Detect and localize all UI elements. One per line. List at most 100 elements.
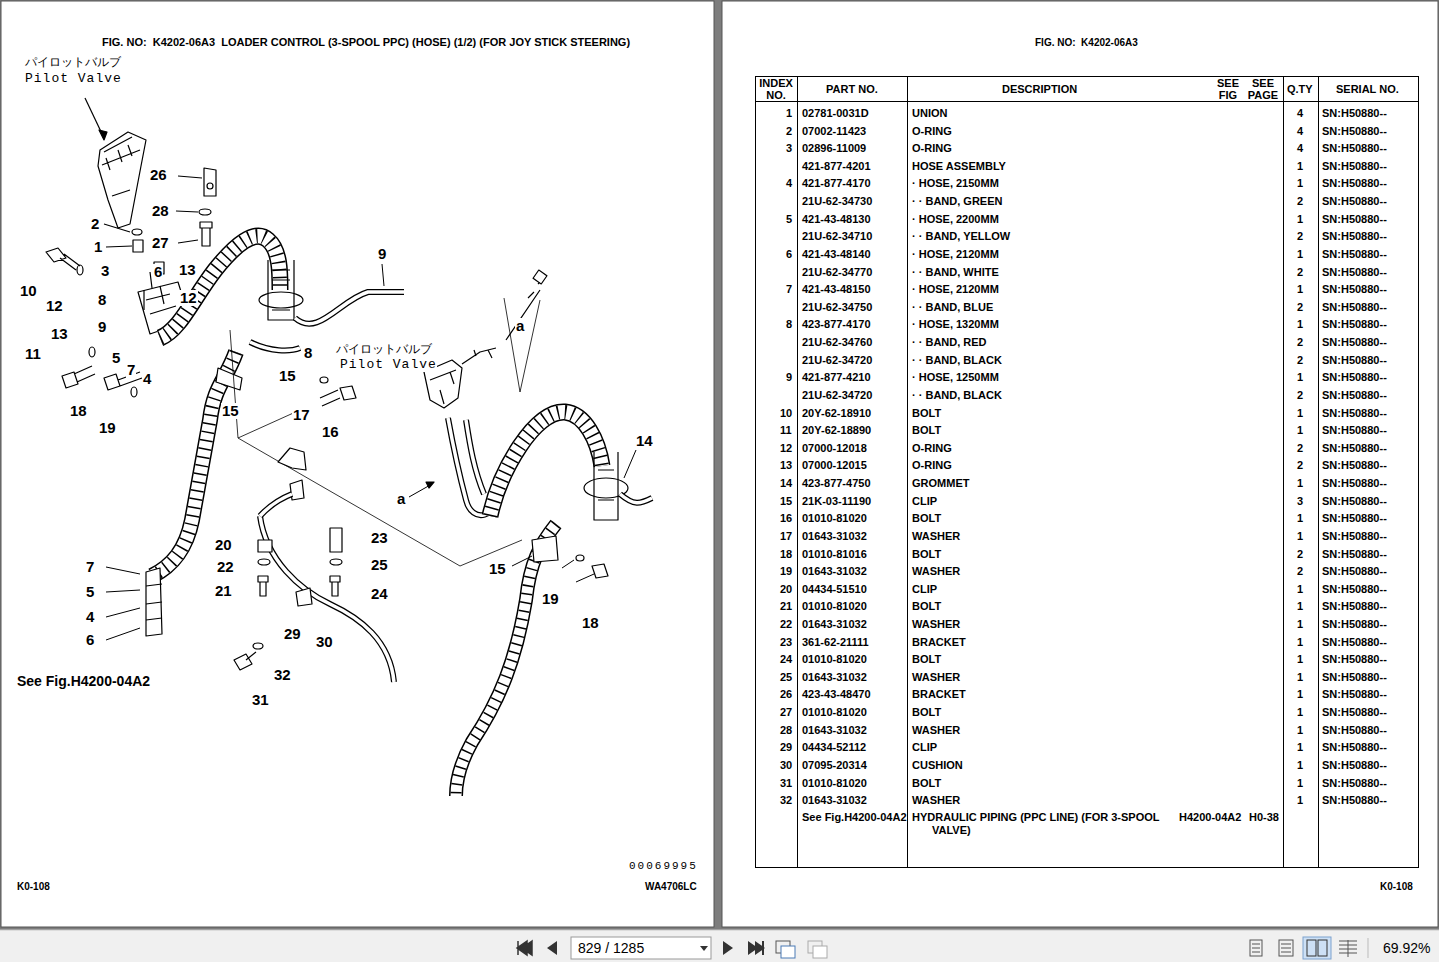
index-number: 27 bbox=[780, 706, 792, 718]
index-number: 28 bbox=[780, 724, 792, 736]
callout-number: 32 bbox=[273, 667, 292, 683]
callout-number: 15 bbox=[488, 561, 507, 577]
serial-number: SN:H50880-- bbox=[1322, 230, 1387, 242]
valve-label: Pilot Valve bbox=[340, 357, 437, 372]
parts-table-grid bbox=[755, 76, 1419, 868]
part-number: 04434-51510 bbox=[802, 583, 867, 595]
part-description: O-RING bbox=[912, 142, 952, 154]
callout-number: 5 bbox=[111, 350, 121, 366]
model-code: WA4706LC bbox=[645, 881, 697, 892]
valve-label-jp: パイロットバルブ bbox=[336, 341, 432, 358]
index-number: 7 bbox=[786, 283, 792, 295]
serial-number: SN:H50880-- bbox=[1322, 142, 1387, 154]
quantity: 1 bbox=[1297, 160, 1303, 172]
part-description: WASHER bbox=[912, 794, 960, 806]
part-number: 01643-31032 bbox=[802, 794, 867, 806]
part-description: WASHER bbox=[912, 724, 960, 736]
quantity: 1 bbox=[1297, 283, 1303, 295]
part-description: BRACKET bbox=[912, 636, 966, 648]
callout-number: 9 bbox=[377, 246, 387, 262]
quantity: 2 bbox=[1297, 565, 1303, 577]
index-number: 9 bbox=[786, 371, 792, 383]
quantity: 1 bbox=[1297, 407, 1303, 419]
part-description: O-RING bbox=[912, 442, 952, 454]
part-number: 423-43-48470 bbox=[802, 688, 871, 700]
serial-number: SN:H50880-- bbox=[1322, 495, 1387, 507]
part-number: 01010-81020 bbox=[802, 777, 867, 789]
callout-number: 4 bbox=[85, 609, 95, 625]
part-description: CUSHION bbox=[912, 759, 963, 771]
serial-number: SN:H50880-- bbox=[1322, 407, 1387, 419]
part-number: 07000-12018 bbox=[802, 442, 867, 454]
index-number: 10 bbox=[780, 407, 792, 419]
table-header: SEE FIG bbox=[1213, 77, 1243, 101]
index-number: 31 bbox=[780, 777, 792, 789]
table-header: PART NO. bbox=[826, 83, 878, 95]
hose-drawing bbox=[46, 98, 652, 796]
index-number: 2 bbox=[786, 125, 792, 137]
page-number: K0-108 bbox=[17, 881, 50, 892]
quantity: 4 bbox=[1297, 142, 1303, 154]
serial-number: SN:H50880-- bbox=[1322, 759, 1387, 771]
part-description: CLIP bbox=[912, 741, 937, 753]
callout-number: 26 bbox=[149, 167, 168, 183]
serial-number: SN:H50880-- bbox=[1322, 266, 1387, 278]
serial-number: SN:H50880-- bbox=[1322, 794, 1387, 806]
figure-title: FIG. NO: K4202-06A3 LOADER CONTROL (3-SP… bbox=[102, 36, 630, 48]
serial-number: SN:H50880-- bbox=[1322, 565, 1387, 577]
part-number: 21U-62-34710 bbox=[802, 230, 872, 242]
part-description: BOLT bbox=[912, 407, 941, 419]
index-number: 13 bbox=[780, 459, 792, 471]
callout-number: 16 bbox=[321, 424, 340, 440]
part-number: 421-877-4210 bbox=[802, 371, 871, 383]
serial-number: SN:H50880-- bbox=[1322, 195, 1387, 207]
quantity: 1 bbox=[1297, 583, 1303, 595]
callout-number: 8 bbox=[97, 292, 107, 308]
part-number: 01010-81020 bbox=[802, 600, 867, 612]
quantity: 4 bbox=[1297, 125, 1303, 137]
quantity: 1 bbox=[1297, 318, 1303, 330]
quantity: 1 bbox=[1297, 777, 1303, 789]
callout-number: 19 bbox=[98, 420, 117, 436]
part-number: 01643-31032 bbox=[802, 530, 867, 542]
callout-number: 22 bbox=[216, 559, 235, 575]
serial-number: SN:H50880-- bbox=[1322, 477, 1387, 489]
part-description: O-RING bbox=[912, 125, 952, 137]
callout-number: 15 bbox=[221, 403, 240, 419]
table-header: SEE PAGE bbox=[1245, 77, 1281, 101]
serial-number: SN:H50880-- bbox=[1322, 583, 1387, 595]
index-number: 19 bbox=[780, 565, 792, 577]
callout-number: 13 bbox=[50, 326, 69, 342]
quantity: 3 bbox=[1297, 495, 1303, 507]
quantity: 1 bbox=[1297, 794, 1303, 806]
page-number: K0-108 bbox=[1380, 881, 1413, 892]
serial-number: SN:H50880-- bbox=[1322, 688, 1387, 700]
quantity: 1 bbox=[1297, 653, 1303, 665]
quantity: 2 bbox=[1297, 301, 1303, 313]
serial-number: SN:H50880-- bbox=[1322, 706, 1387, 718]
part-number: 421-43-48150 bbox=[802, 283, 871, 295]
quantity: 2 bbox=[1297, 195, 1303, 207]
index-number: 15 bbox=[780, 495, 792, 507]
part-description: CLIP bbox=[912, 495, 937, 507]
index-number: 23 bbox=[780, 636, 792, 648]
index-number: 24 bbox=[780, 653, 792, 665]
callout-number: 2 bbox=[90, 216, 100, 232]
part-description: HOSE ASSEMBLY bbox=[912, 160, 1006, 172]
index-number: 26 bbox=[780, 688, 792, 700]
toolbar-icons bbox=[517, 937, 1368, 959]
part-number: 01643-31032 bbox=[802, 671, 867, 683]
part-description: WASHER bbox=[912, 530, 960, 542]
callout-number: 6 bbox=[85, 632, 95, 648]
serial-number: SN:H50880-- bbox=[1322, 442, 1387, 454]
part-number: 20Y-62-18890 bbox=[802, 424, 871, 436]
callout-number: 13 bbox=[178, 262, 197, 278]
callout-number: 30 bbox=[315, 634, 334, 650]
part-number: 07002-11423 bbox=[802, 125, 866, 137]
serial-number: SN:H50880-- bbox=[1322, 741, 1387, 753]
see-page: H0-38 bbox=[1249, 811, 1279, 823]
part-description: BOLT bbox=[912, 777, 941, 789]
part-description: BOLT bbox=[912, 512, 941, 524]
part-number: 423-877-4750 bbox=[802, 477, 871, 489]
table-header: INDEX NO. bbox=[755, 77, 797, 101]
